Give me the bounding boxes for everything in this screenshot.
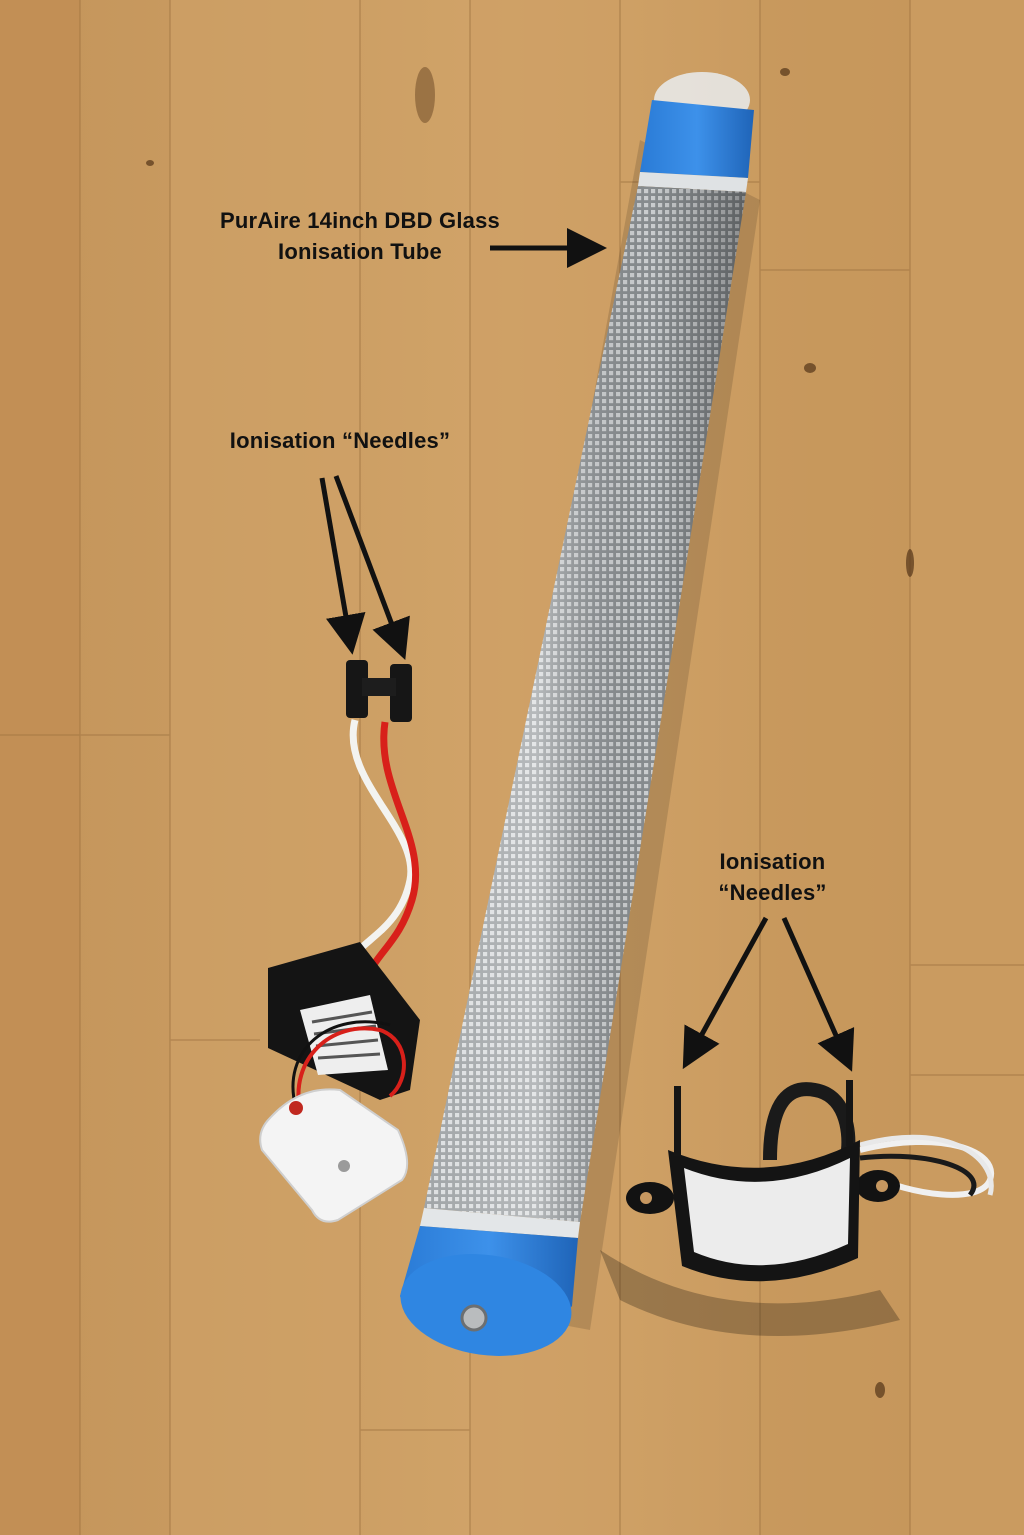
left-needle: [674, 1086, 681, 1156]
right-needle-arrow-2: [781, 916, 855, 1072]
tube-top-ring: [638, 172, 748, 192]
left-needles-caption-line-1: Ionisation “Needles”: [229, 428, 451, 453]
tube-caption-line-1: PurAire 14inch DBD Glass: [220, 208, 500, 233]
right-ionisation-module: [626, 1080, 995, 1282]
red-wire: [364, 721, 420, 977]
annotation-arrows: [319, 228, 855, 1072]
ionisation-tube: [400, 72, 754, 1356]
module-label: [684, 1158, 850, 1266]
tube-stud: [460, 1304, 488, 1332]
right-needle: [846, 1080, 853, 1146]
left-power-unit: [259, 660, 420, 1223]
left-needle-arrow-2: [333, 475, 410, 661]
right-needles-caption-line-1: Ionisation: [719, 849, 826, 874]
module-shadow: [600, 1250, 900, 1336]
tube-caption: PurAire 14inch DBD Glass Ionisation Tube: [190, 205, 530, 267]
needle-connectors: [346, 660, 412, 722]
white-wire: [346, 719, 415, 964]
right-needles-caption-line-2: “Needles”: [718, 880, 827, 905]
right-needle-arrow-1: [682, 916, 769, 1070]
left-needles-caption: Ionisation “Needles”: [180, 425, 500, 456]
right-needles-caption: Ionisation “Needles”: [660, 846, 885, 908]
tube-caption-line-2: Ionisation Tube: [278, 239, 442, 264]
ceramic-holder: [259, 1088, 409, 1223]
left-needle-arrow-1: [319, 477, 366, 655]
tube-top-blue-cap: [640, 100, 754, 178]
tube-bottom-ring: [420, 1208, 580, 1238]
